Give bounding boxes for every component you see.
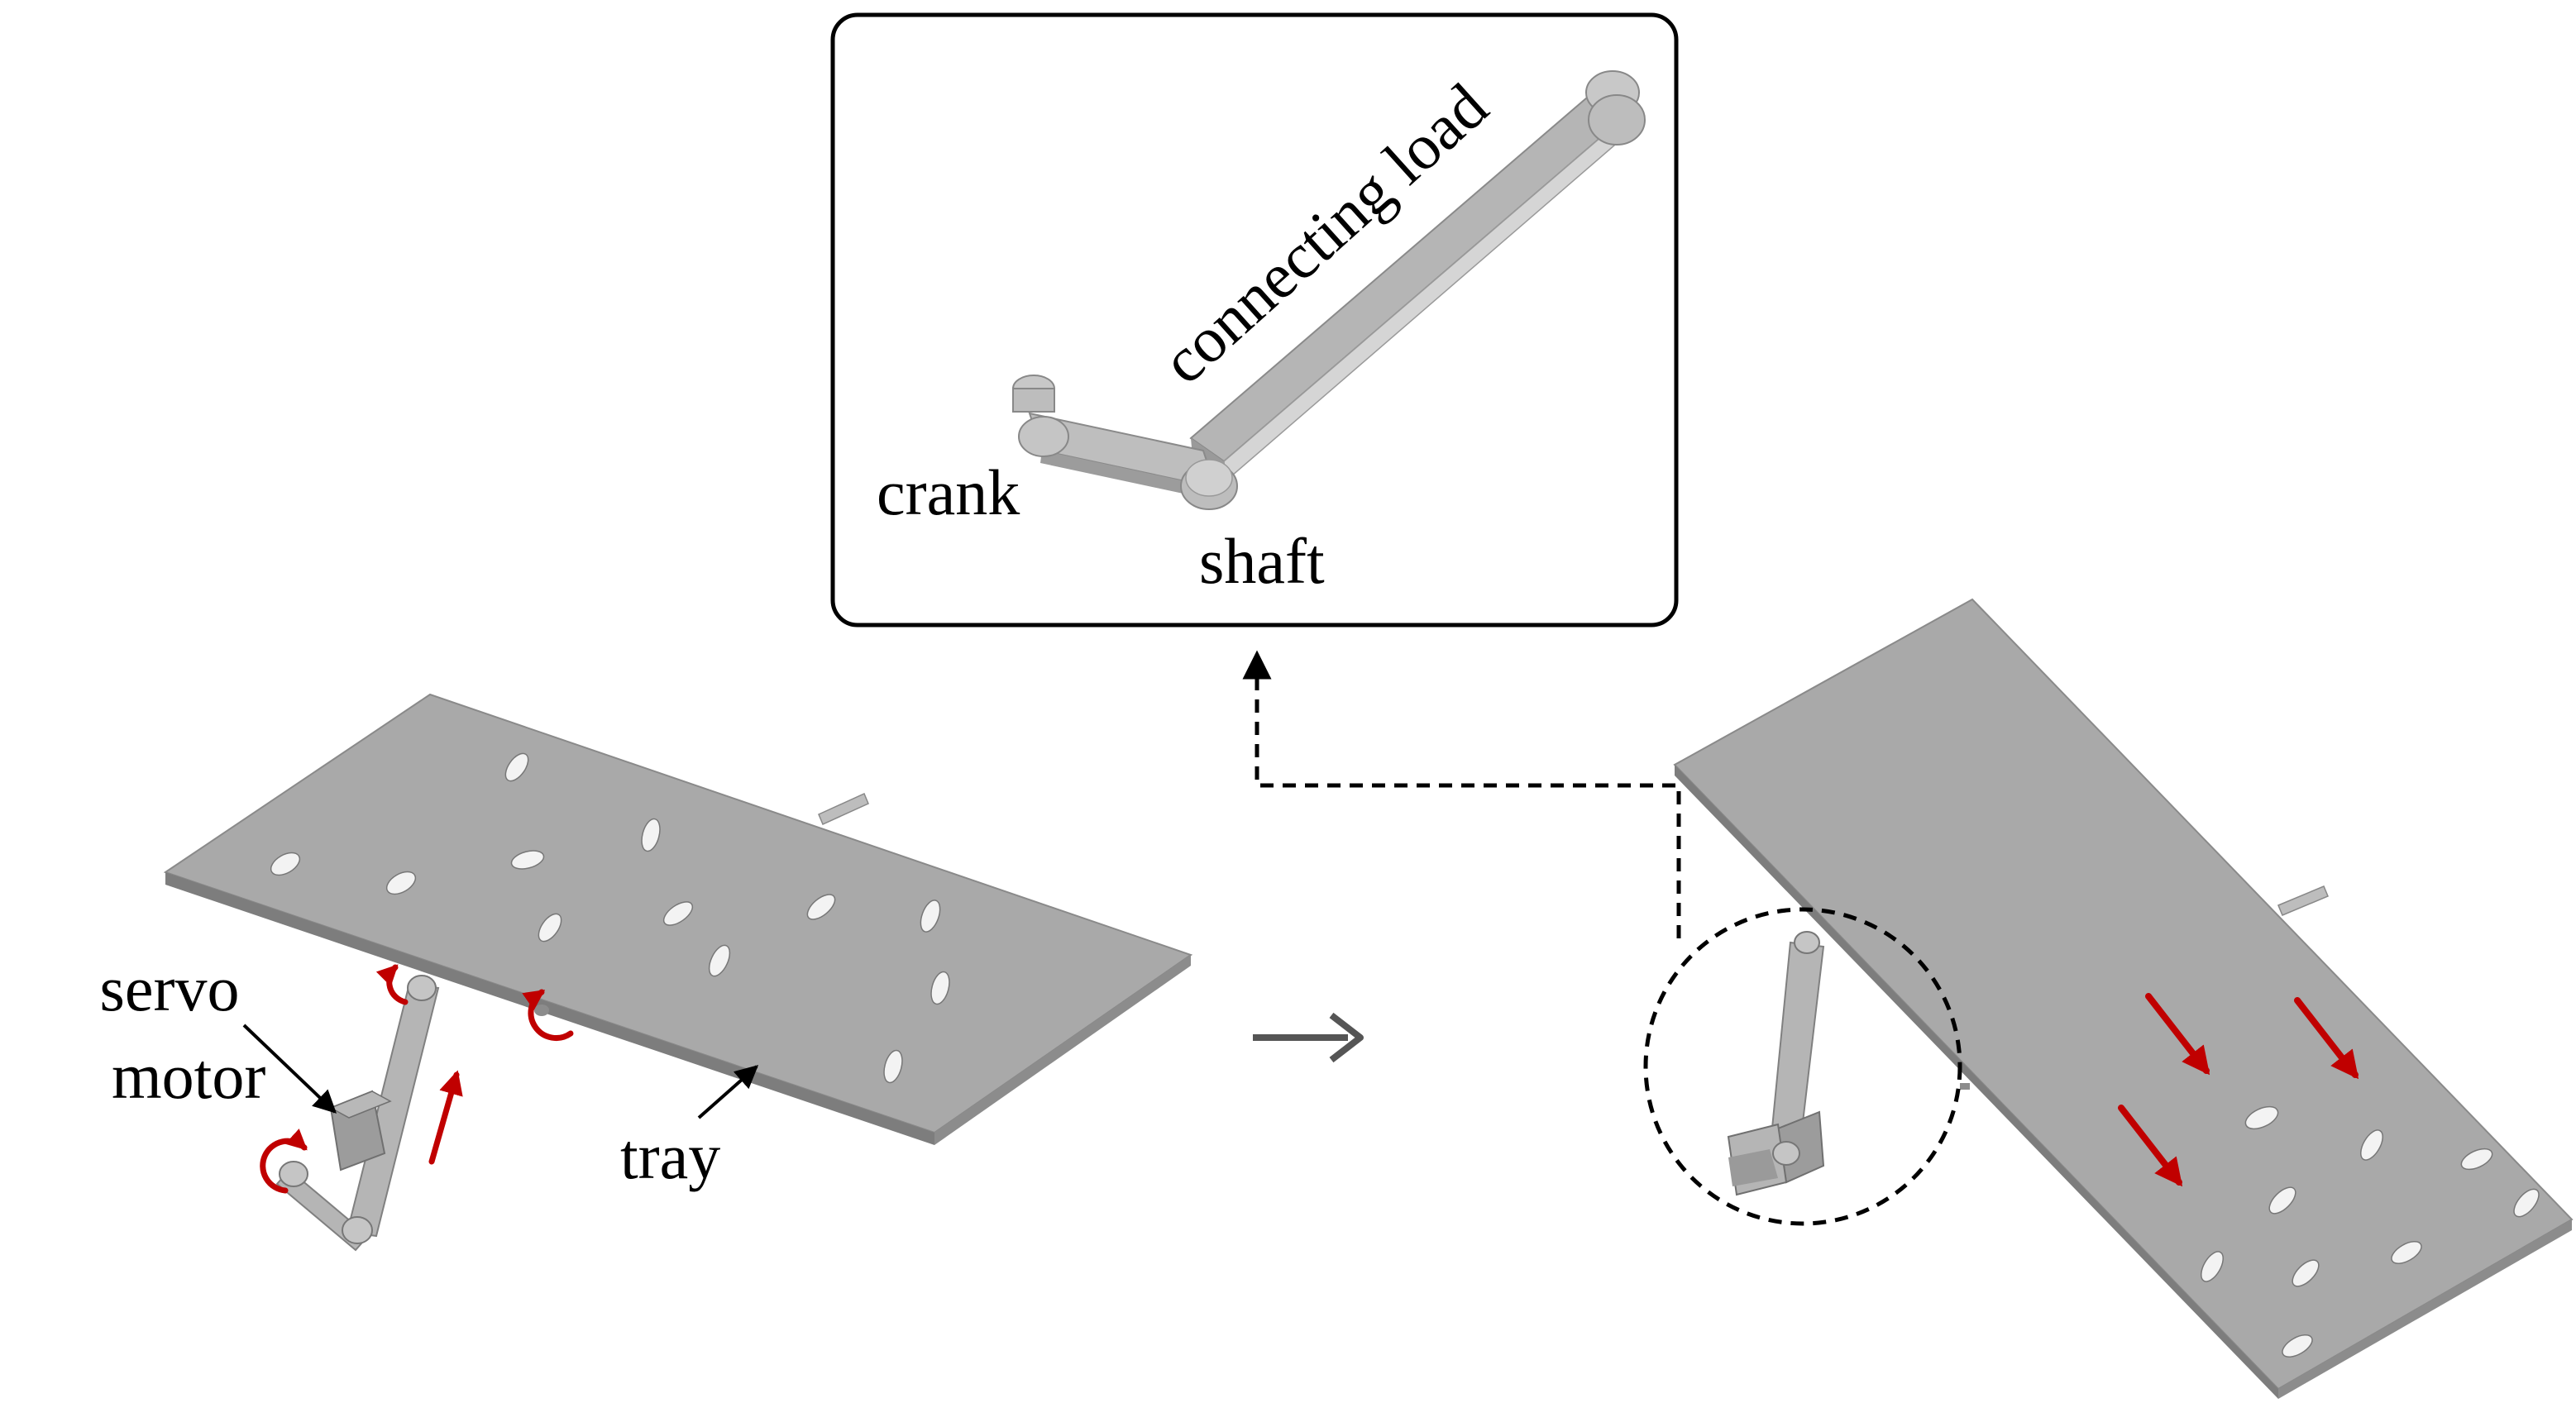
tray-holes-left [270,752,950,1084]
inset-panel: connecting load crank shaft [830,12,1679,628]
tray-plate-left [163,693,1193,1145]
servo-motor-label-line1: servo [100,952,240,1024]
motion-arrows-left [260,964,574,1194]
tray-label: tray [620,1120,720,1192]
tray-plate-right [1673,598,2574,1399]
right-assembly [1643,598,2574,1399]
long-right-arrow-icon [1253,1012,1364,1063]
shaft-part [1180,459,1238,510]
servo-motor-pointer [242,1024,337,1114]
motion-arrows-right [2118,993,2359,1187]
left-assembly: servo motor tray [100,693,1193,1252]
linkage-right [1727,931,1825,1196]
crank-label: crank [877,456,1020,528]
dashed-callout-line [1242,650,1681,938]
shaft-label: shaft [1199,525,1325,597]
highlight-circle [1643,907,1962,1226]
tray-pointer [697,1065,759,1119]
linkage-left [275,975,549,1252]
servo-motor-label-line2: motor [112,1040,265,1112]
tray-holes-right [2201,1105,2540,1358]
crank-part [1012,375,1217,500]
inset-frame [830,12,1679,628]
